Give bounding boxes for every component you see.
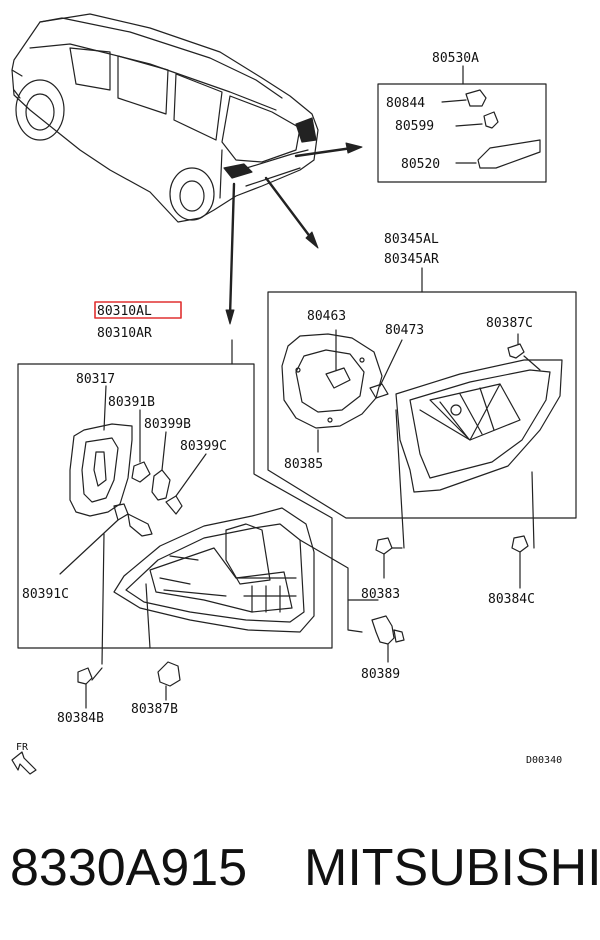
- label-80391b: 80391B: [108, 395, 155, 410]
- highlight-box: [94, 301, 182, 319]
- label-80387b: 80387B: [131, 702, 178, 717]
- vehicle-illustration: [11, 13, 319, 223]
- label-80310ar: 80310AR: [97, 326, 152, 341]
- label-80310al: 80310AL: [97, 304, 152, 319]
- box-80345a: [267, 267, 577, 549]
- label-80399b: 80399B: [144, 417, 191, 432]
- label-80391c: 80391C: [22, 587, 69, 602]
- label-80530a: 80530A: [432, 51, 479, 66]
- label-80389: 80389: [361, 667, 400, 682]
- callout-arrows: [225, 142, 363, 325]
- brand-text: MITSUBISHI: [304, 839, 600, 897]
- label-diagram-code: D00340: [526, 755, 562, 766]
- label-80345ar: 80345AR: [384, 252, 439, 267]
- clip-80384b: [77, 667, 103, 709]
- label-80599: 80599: [395, 119, 434, 134]
- box-80310a: [17, 339, 379, 665]
- label-80383: 80383: [361, 587, 400, 602]
- label-80463: 80463: [307, 309, 346, 324]
- bolt-80389: [371, 615, 405, 663]
- front-direction-arrow: [11, 751, 37, 775]
- label-80844: 80844: [386, 96, 425, 111]
- label-80473: 80473: [385, 323, 424, 338]
- label-80520: 80520: [401, 157, 440, 172]
- label-80399c: 80399C: [180, 439, 227, 454]
- label-80317: 80317: [76, 372, 115, 387]
- label-80387c: 80387C: [486, 316, 533, 331]
- label-80384c: 80384C: [488, 592, 535, 607]
- screw-80383: [375, 537, 393, 579]
- box-80530a: [377, 65, 547, 183]
- label-80385: 80385: [284, 457, 323, 472]
- clip-80384c: [511, 535, 529, 589]
- label-80345al: 80345AL: [384, 232, 439, 247]
- part-labels: 80530A 80844 80599 80520 80345AL 80345AR…: [16, 51, 562, 766]
- part-number-text: 8330A915: [10, 839, 248, 897]
- label-80384b: 80384B: [57, 711, 104, 726]
- clip-80387b: [157, 661, 181, 701]
- label-front: FR: [16, 742, 29, 753]
